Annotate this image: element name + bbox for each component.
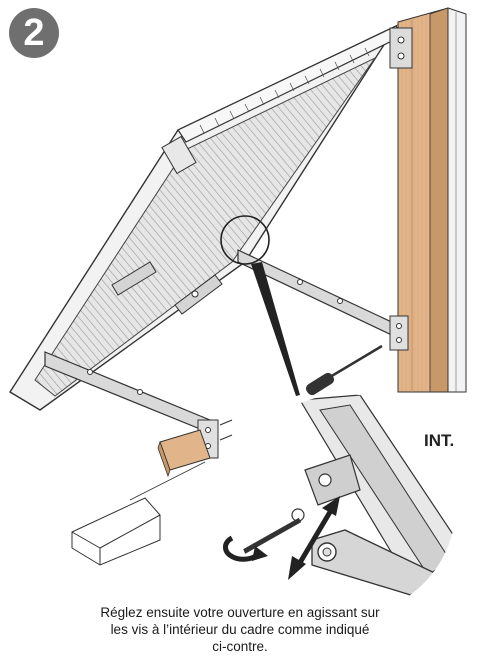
interior-label: INT. xyxy=(424,431,455,450)
instruction-caption: Réglez ensuite votre ouverture en agissa… xyxy=(40,604,440,655)
upper-stay-arm xyxy=(237,249,409,351)
caption-line-3: ci-contre. xyxy=(212,639,268,654)
step-number-badge: 2 xyxy=(9,8,59,58)
detail-pointer xyxy=(220,215,300,396)
double-arrow-icon xyxy=(288,496,340,580)
floor-sill xyxy=(71,461,206,566)
wooden-frame xyxy=(397,7,467,393)
window-sash xyxy=(9,24,413,411)
wood-block xyxy=(157,429,211,478)
installation-illustration xyxy=(9,7,467,600)
caption-line-1: Réglez ensuite votre ouverture en agissa… xyxy=(100,605,380,620)
screwdriver-icon xyxy=(305,344,383,396)
rotate-arrow-icon xyxy=(223,535,268,562)
caption-line-2: les vis à l’intérieur du cadre comme ind… xyxy=(110,622,370,637)
zoom-detail xyxy=(233,393,457,600)
